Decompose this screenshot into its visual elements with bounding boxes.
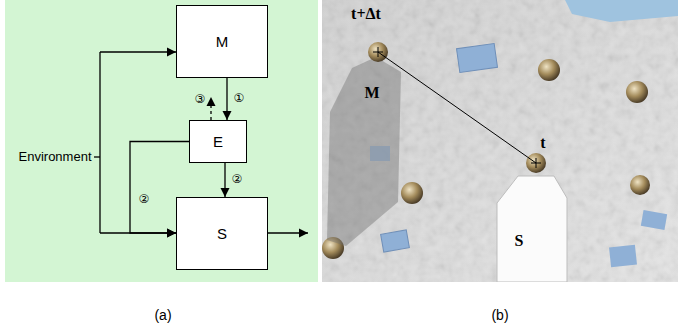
block [370,43,667,267]
panel-caption: (a) [154,308,171,323]
box-label: E [213,133,223,150]
cross-mark [373,47,541,168]
callout-number: ③ [195,93,206,106]
sphere [526,153,546,173]
box-label: S [217,225,227,242]
callout-number: ① [233,92,246,105]
box-label: M [216,33,229,50]
time-label: t [540,134,545,152]
panel-ground [5,0,318,282]
callout-number: ② [231,173,244,186]
callout-number: ② [138,193,151,206]
sphere [368,42,388,62]
signal-arrow [226,78,227,120]
process-box: S [176,197,268,270]
scene-image [322,0,678,282]
process-box: M [176,5,268,78]
part-name: S [515,232,524,250]
time-label: t+Δt [351,5,381,23]
panel-caption: (b) [491,308,508,323]
motion-line [378,52,536,163]
input-label: Environment [19,150,92,164]
signal-arrow [224,163,225,197]
process-box: E [189,120,247,163]
gripper [497,176,567,282]
part-name: M [364,84,379,102]
gripper-ghost [327,57,401,246]
